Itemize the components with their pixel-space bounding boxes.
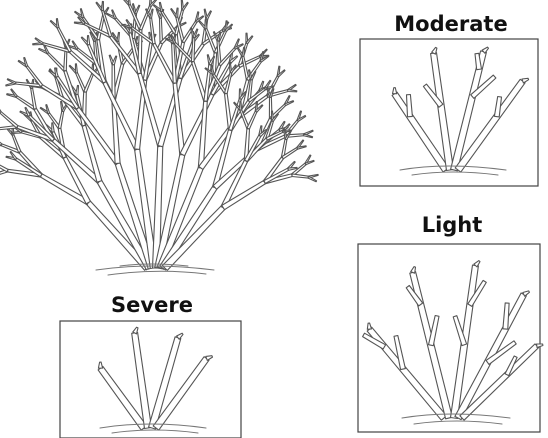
twig <box>87 36 89 45</box>
branch <box>97 15 105 40</box>
cut-tip <box>393 88 397 94</box>
twig <box>242 47 245 56</box>
cut-tip <box>537 344 543 348</box>
unpruned-shrub-drawing <box>0 0 318 270</box>
unpruned-ground <box>96 264 214 275</box>
twig <box>52 123 54 132</box>
branch <box>247 111 257 129</box>
twig <box>0 138 2 145</box>
branch <box>103 82 139 151</box>
moderate-label: Moderate <box>394 12 507 36</box>
branch <box>219 48 236 66</box>
branch <box>84 74 94 93</box>
branch <box>160 18 163 43</box>
twig <box>102 1 104 10</box>
branch <box>173 83 185 155</box>
branch <box>180 94 214 156</box>
twig <box>128 0 130 5</box>
twig <box>288 90 297 92</box>
branch <box>292 174 309 178</box>
twig <box>240 101 242 110</box>
branch <box>0 160 8 172</box>
twig <box>0 104 1 113</box>
severe-label: Severe <box>111 293 193 317</box>
twig <box>150 9 153 18</box>
twig <box>75 64 77 73</box>
twig <box>76 85 79 94</box>
twig <box>56 19 59 28</box>
branch <box>58 111 64 128</box>
twig <box>117 32 120 41</box>
branch <box>0 112 18 128</box>
light-label: Light <box>422 213 483 237</box>
twig <box>304 134 313 138</box>
branch <box>143 42 152 80</box>
twig <box>176 8 178 17</box>
twig <box>205 20 207 29</box>
